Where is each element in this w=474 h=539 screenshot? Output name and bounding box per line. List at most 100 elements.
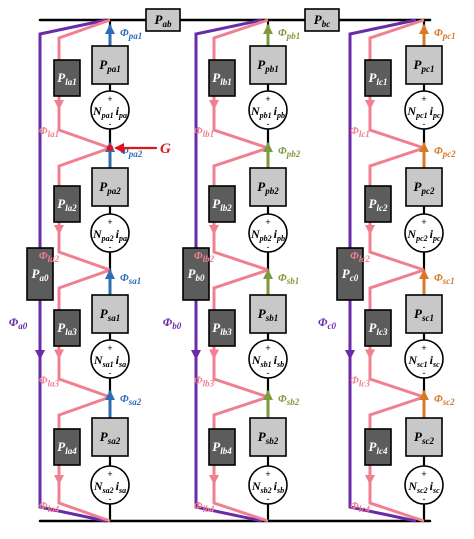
- leak-flux-label-a-3-main: Φ: [39, 375, 48, 387]
- leak-flux-label-b-4-main: Φ: [194, 500, 203, 512]
- core-perm-c-2-label-sub: pc2: [420, 186, 434, 196]
- core-perm-b-2: [249, 167, 287, 207]
- leak-perm-a-2: [53, 185, 81, 223]
- core-flux-label-a-4: Φsa2: [120, 393, 142, 407]
- mmf-source-b-4-minus: -: [267, 494, 270, 504]
- core-perm-a-4: [91, 417, 129, 457]
- core-perm-a-1: [91, 45, 129, 85]
- leg-flux-label-a-sub: a0: [18, 321, 28, 331]
- core-perm-b-2-label-sub: pb2: [264, 186, 279, 196]
- core-perm-a-4-label-main: P: [100, 429, 109, 444]
- leak-flux-label-c-4: Φlc4: [350, 500, 370, 514]
- mmf-source-c-4-nsub: sc2: [416, 486, 428, 495]
- leak-perm-b-3-label-main: P: [212, 320, 221, 335]
- mmf-source-a-4-nsub: sa2: [102, 486, 114, 495]
- leak-flux-label-a-3: Φla3: [39, 375, 60, 389]
- core-perm-a-2-label-main: P: [99, 179, 108, 194]
- mmf-source-b-4-nsub: sb2: [260, 486, 272, 495]
- mmf-source-b-2-isub: pb: [276, 234, 285, 243]
- core-flux-label-c-3-sub: sc1: [442, 276, 455, 286]
- mmf-source-a-1-isub: pa: [118, 111, 127, 120]
- leak-flux-label-a-1: Φla1: [39, 125, 59, 139]
- leak-perm-a-4-label-sub: la4: [65, 446, 77, 456]
- leak-perm-b-2-label-sub: lb2: [220, 203, 232, 213]
- leak-flux-label-a-2-sub: la2: [48, 254, 60, 264]
- leak-flux-arrow-c-2: [365, 225, 375, 235]
- leg-perm-c-label: Pc0: [342, 266, 359, 283]
- core-flux-arrow-a-3: [105, 269, 115, 279]
- mmf-source-b-3-i: i: [274, 353, 278, 367]
- core-flux-label-b-2-sub: pb2: [286, 149, 301, 159]
- leak-flux-label-a-1-main: Φ: [39, 125, 48, 137]
- leak-flux-label-c-4-sub: lc4: [359, 504, 370, 514]
- leak-perm-c-1-label-main: P: [369, 70, 378, 85]
- core-flux-arrow-c-1: [419, 24, 429, 34]
- core-perm-a-1-label-main: P: [99, 57, 108, 72]
- leak-perm-a-1-label-main: P: [57, 70, 66, 85]
- leg-flux-label-b-sub: b0: [172, 321, 182, 331]
- leg-perm-b-label-sub: b0: [195, 273, 205, 283]
- core-flux-label-b-1-main: Φ: [278, 27, 287, 39]
- mmf-source-c-1-i: i: [430, 104, 434, 118]
- core-perm-a-2-label: Ppa2: [99, 179, 121, 196]
- leg-perm-a: [26, 247, 54, 301]
- mmf-source-c-1-minus: -: [423, 119, 426, 129]
- mmf-source-a-2: [90, 213, 130, 253]
- mmf-source-c-3-minus: -: [423, 368, 426, 378]
- core-perm-c-2: [405, 167, 443, 207]
- mmf-source-c-4: [404, 465, 444, 505]
- core-flux-label-a-2-sub: pa2: [128, 149, 143, 159]
- mmf-source-c-3-n: N: [407, 353, 418, 367]
- mmf-source-c-4-i: i: [430, 479, 434, 493]
- core-perm-b-2-label-main: P: [257, 179, 266, 194]
- leak-perm-a-3-label: Pla3: [57, 320, 77, 337]
- mmf-source-b-2-minus: -: [267, 242, 270, 252]
- leak-flux-label-c-2-main: Φ: [350, 250, 359, 262]
- mmf-source-c-3-plus: +: [421, 343, 426, 353]
- core-flux-arrow-b-2: [263, 142, 273, 152]
- top-perm-bc-label: Pbc: [314, 12, 330, 29]
- core-flux-arrow-a-4: [105, 390, 115, 400]
- leak-flux-label-a-4: Φla4: [39, 500, 60, 514]
- leg-flux-label-c-sub: c0: [327, 321, 336, 331]
- mmf-source-a-3-i: i: [116, 353, 120, 367]
- core-perm-c-4-label-main: P: [414, 429, 423, 444]
- leg-flux-label-a: Φa0: [9, 315, 28, 331]
- core-perm-a-3-label-sub: sa1: [107, 313, 121, 323]
- leak-flux-arrow-c-1: [365, 100, 375, 110]
- leg-perm-b-label: Pb0: [188, 266, 205, 283]
- top-perm-ab: [145, 8, 181, 32]
- mmf-source-b-3-plus: +: [265, 343, 270, 353]
- mmf-source-b-2-plus: +: [265, 217, 270, 227]
- leak-perm-a-4-label: Pla4: [57, 439, 77, 456]
- core-flux-label-b-1-sub: pb1: [286, 31, 301, 41]
- mmf-source-c-2-n: N: [406, 227, 417, 241]
- mmf-source-b-2-n: N: [250, 227, 261, 241]
- mmf-source-a-1-n: N: [92, 104, 103, 118]
- leak-perm-a-1-label: Pla1: [57, 70, 76, 87]
- leak-perm-c-1-label: Plc1: [369, 70, 388, 87]
- leak-flux-label-a-4-sub: la4: [48, 504, 60, 514]
- core-perm-c-3: [405, 294, 443, 334]
- leak-flux-arrow-a-2: [54, 225, 64, 235]
- core-perm-b-4: [249, 417, 287, 457]
- leak-perm-b-4-label-main: P: [212, 439, 221, 454]
- mmf-source-c-1: [404, 90, 444, 130]
- mmf-source-a-3: [90, 339, 130, 379]
- mmf-source-a-4: [90, 465, 130, 505]
- leak-perm-a-3-label-sub: la3: [65, 327, 77, 337]
- leak-perm-c-1-label-sub: lc1: [376, 77, 387, 87]
- core-flux-label-c-4-main: Φ: [434, 393, 443, 405]
- core-perm-c-1-label-sub: pc1: [420, 64, 434, 74]
- mmf-source-c-2-nsub: pc2: [415, 234, 428, 243]
- leak-flux-label-b-1: Φlb1: [194, 125, 214, 139]
- leak-perm-a-2-label: Pla2: [57, 196, 77, 213]
- mmf-source-b-3: [248, 339, 288, 379]
- core-flux-label-c-2: Φpc2: [434, 145, 456, 159]
- leak-perm-c-3: [364, 309, 392, 347]
- mmf-source-b-3-nsub: sb1: [260, 360, 272, 369]
- leg-perm-c: [336, 247, 364, 301]
- leak-flux-label-c-1-main: Φ: [350, 125, 359, 137]
